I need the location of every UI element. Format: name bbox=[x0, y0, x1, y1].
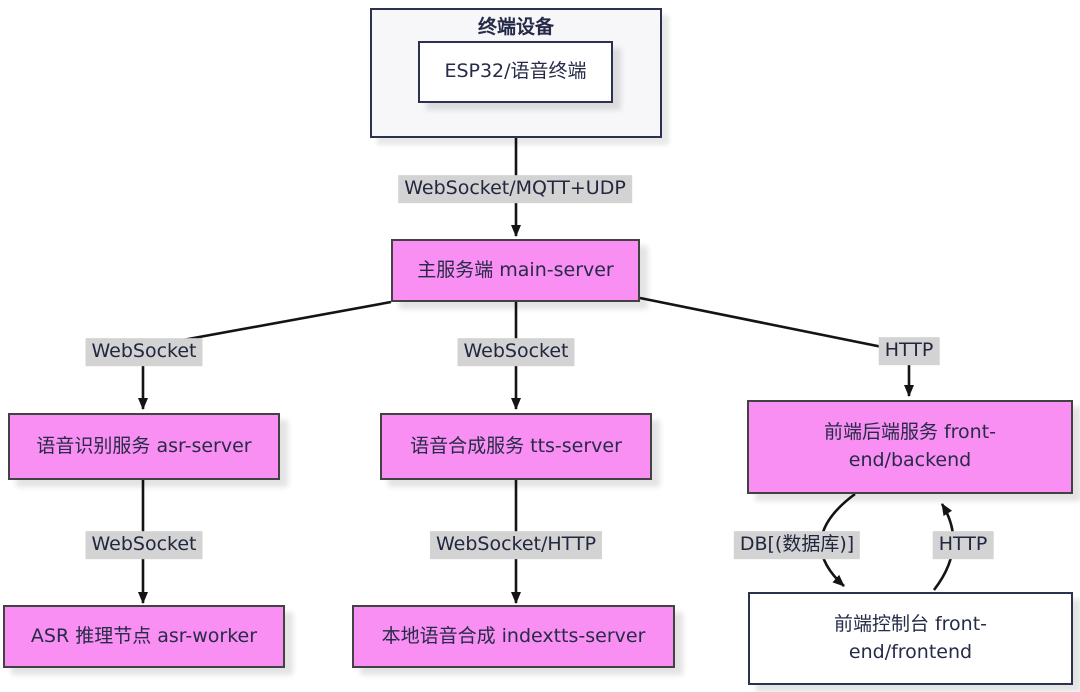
edge-label-http-right: HTTP bbox=[878, 337, 940, 365]
node-tts-server: 语音合成服务 tts-server bbox=[380, 413, 652, 480]
edge-label-websocket-left: WebSocket bbox=[85, 338, 203, 366]
edge-label-db-database: DB[(数据库)] bbox=[733, 531, 861, 559]
node-main-server: 主服务端 main-server bbox=[391, 239, 640, 302]
node-frontend-backend: 前端后端服务 front-end/backend bbox=[747, 400, 1073, 494]
node-asr-worker: ASR 推理节点 asr-worker bbox=[3, 605, 285, 668]
cluster-title: 终端设备 bbox=[477, 16, 554, 38]
edge-label-websocket-lower-left: WebSocket bbox=[85, 531, 203, 559]
node-indextts-server: 本地语音合成 indextts-server bbox=[352, 605, 675, 668]
edge-main-server-to-backend bbox=[639, 296, 914, 397]
node-esp32-voice-terminal: ESP32/语音终端 bbox=[418, 41, 613, 103]
edge-label-http-bottom: HTTP bbox=[932, 531, 994, 559]
node-frontend-console: 前端控制台 front-end/frontend bbox=[748, 592, 1073, 685]
edge-label-websocket-http: WebSocket/HTTP bbox=[429, 531, 603, 559]
edge-label-websocket-middle: WebSocket bbox=[457, 338, 575, 366]
edge-label-websocket-mqtt-udp: WebSocket/MQTT+UDP bbox=[398, 175, 632, 203]
node-frontend-backend-label: 前端后端服务 front-end/backend bbox=[823, 421, 997, 471]
node-asr-server: 语音识别服务 asr-server bbox=[8, 413, 280, 480]
node-frontend-console-label: 前端控制台 front-end/frontend bbox=[833, 612, 988, 663]
